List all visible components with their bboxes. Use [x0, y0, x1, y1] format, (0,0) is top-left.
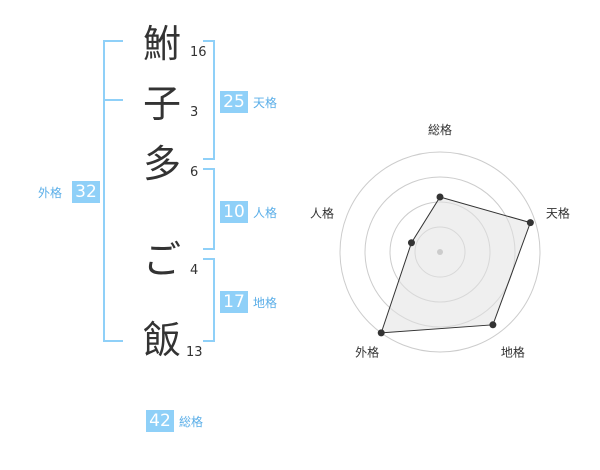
radar-ring-4 — [339, 151, 541, 353]
name-char-2: 子 — [142, 82, 181, 126]
gaikaku-bracket-line — [103, 40, 105, 342]
stroke-count-3: 6 — [190, 165, 199, 180]
radar-point-0 — [436, 193, 444, 201]
tenkaku-value: 25 — [220, 91, 248, 113]
gaikaku-bracket-top — [103, 40, 123, 42]
stroke-count-2: 3 — [190, 105, 199, 120]
tenkaku-bracket-top — [203, 40, 215, 42]
tenkaku-bracket-line — [213, 40, 215, 160]
stroke-count-1: 16 — [190, 45, 207, 60]
radar-point-4 — [407, 239, 415, 247]
name-char-5: 飯 — [142, 318, 181, 362]
gaikaku-label: 外格 — [38, 186, 63, 200]
jinkaku-bracket-bottom — [203, 248, 215, 250]
stroke-count-5: 13 — [186, 345, 203, 360]
jinkaku-bracket-line — [213, 168, 215, 250]
gaikaku-bracket-mid — [103, 99, 123, 101]
chikaku-bracket-line — [213, 258, 215, 342]
radar-polygon — [380, 196, 532, 334]
name-char-3: 多 — [142, 142, 181, 186]
gaikaku-value: 32 — [72, 181, 100, 203]
tenkaku-label: 天格 — [253, 96, 278, 110]
chikaku-label: 地格 — [253, 296, 278, 310]
chikaku-bracket-top — [203, 258, 215, 260]
chikaku-value: 17 — [220, 291, 248, 313]
radar-point-3 — [377, 329, 385, 337]
gaikaku-bracket-bottom — [103, 340, 123, 342]
radar-point-1 — [526, 219, 534, 227]
radar-label-1: 天格 — [546, 206, 570, 221]
radar-label-2: 地格 — [501, 344, 525, 359]
radar-point-2 — [489, 321, 497, 329]
chikaku-bracket-bottom — [203, 340, 215, 342]
radar-label-4: 人格 — [310, 206, 334, 221]
name-char-1: 鮒 — [142, 22, 181, 66]
radar-label-0: 総格 — [428, 122, 452, 137]
jinkaku-bracket-top — [203, 168, 215, 170]
soukaku-label: 総格 — [179, 415, 204, 429]
jinkaku-value: 10 — [220, 201, 248, 223]
radar-label-3: 外格 — [355, 344, 379, 359]
name-char-4: ご — [142, 238, 181, 282]
stroke-count-4: 4 — [190, 263, 199, 278]
jinkaku-label: 人格 — [253, 206, 278, 220]
soukaku-value: 42 — [146, 410, 174, 432]
tenkaku-bracket-bottom — [203, 158, 215, 160]
radar-center-dot — [437, 249, 443, 255]
